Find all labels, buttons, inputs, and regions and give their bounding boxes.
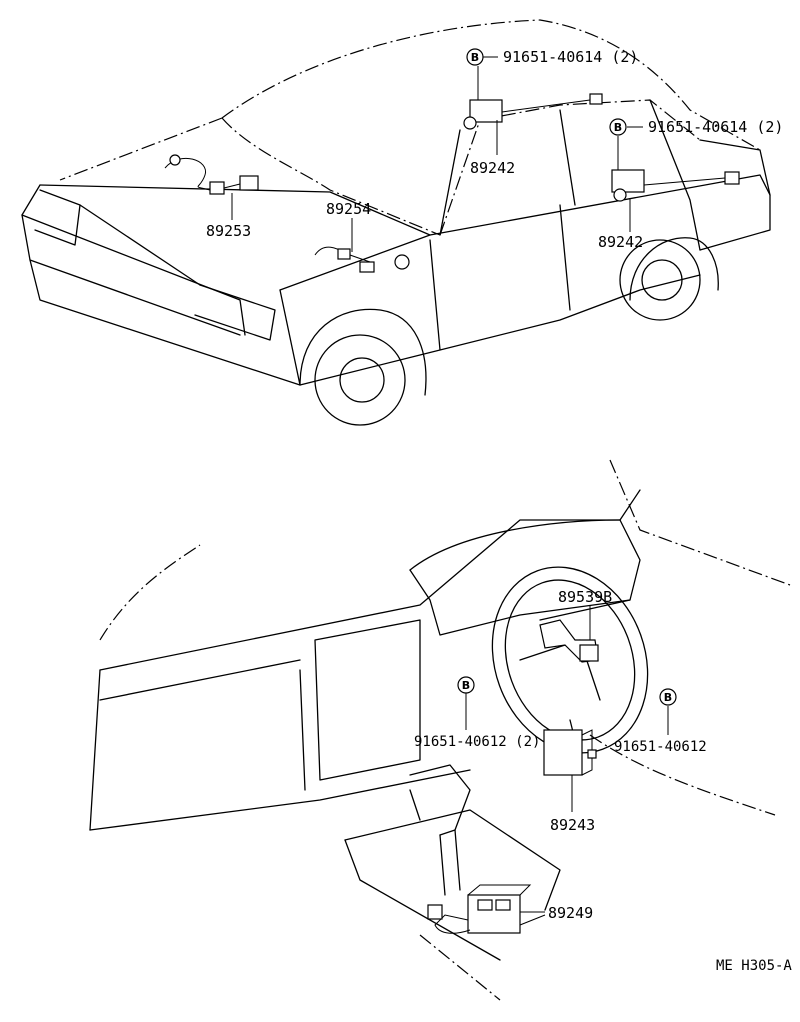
- bolt-marker-top: B: [466, 48, 484, 66]
- part-label-89253: 89253: [206, 222, 251, 240]
- sensor-harness-89253: [164, 154, 259, 195]
- leader-lines: [231, 56, 669, 926]
- bolt-marker-label: B: [471, 51, 479, 64]
- bolt-marker-label: B: [664, 691, 672, 704]
- car-body-illustration: [21, 19, 771, 426]
- bolt-marker-right: B: [659, 688, 677, 706]
- part-label-89249: 89249: [548, 904, 593, 922]
- bolt-label-right: 91651-40612: [614, 739, 707, 755]
- bolt-label-left: 91651-40612 (2): [414, 734, 540, 750]
- bolt-marker-left: B: [457, 676, 475, 694]
- bolt-marker-label: B: [614, 121, 622, 134]
- bolt-label-rear: 91651-40614 (2): [648, 118, 783, 136]
- bolt-label-top: 91651-40614 (2): [503, 48, 638, 66]
- part-label-89242-rear: 89242: [598, 233, 643, 251]
- bolt-marker-rear: B: [609, 118, 627, 136]
- sensor-harness-89254: [314, 246, 410, 273]
- switch-89249: [427, 884, 532, 934]
- control-unit-89243: [543, 729, 597, 776]
- part-label-89242-top: 89242: [470, 159, 515, 177]
- actuator-89242-rear: [611, 169, 740, 202]
- actuator-89242-top: [463, 93, 603, 130]
- bolt-marker-label: B: [462, 679, 470, 692]
- part-label-89243: 89243: [550, 816, 595, 834]
- dashboard-illustration: [89, 459, 791, 1001]
- part-label-89254: 89254: [326, 200, 371, 218]
- bracket-89539b: [539, 619, 599, 663]
- figure-code: ME H305-A: [716, 958, 792, 974]
- part-label-89539b: 89539B: [558, 588, 612, 606]
